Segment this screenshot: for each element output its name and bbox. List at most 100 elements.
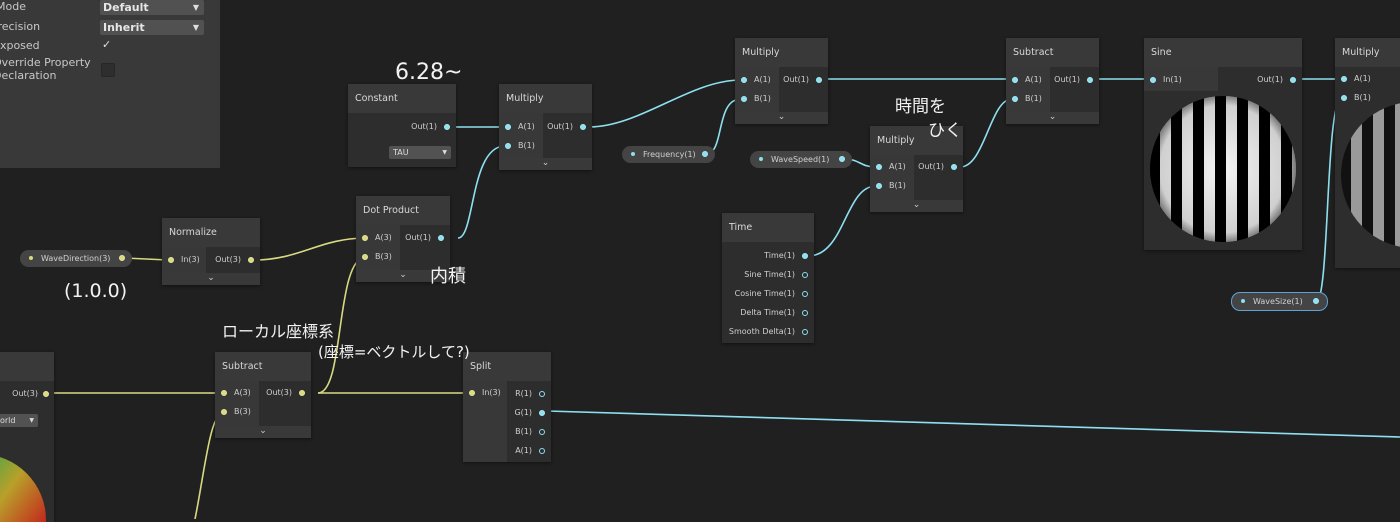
output-port[interactable] — [299, 390, 305, 396]
out-port-label: Out(1) — [411, 122, 437, 131]
wave-speed-property[interactable]: WaveSpeed(1) — [750, 151, 852, 168]
time-node[interactable]: Time Time(1) Sine Time(1) Cosine Time(1)… — [722, 213, 814, 343]
output-port[interactable] — [43, 391, 49, 397]
multiply-node-4[interactable]: Multiply A(1) B(1) — [1335, 38, 1400, 268]
chevron-down-icon: ▼ — [442, 149, 447, 156]
frequency-property[interactable]: Frequency(1) — [622, 146, 715, 163]
multiply-node-2[interactable]: Multiply A(1) B(1) Out(1) ⌄ — [735, 38, 828, 124]
collapse-chevron-icon[interactable]: ⌄ — [777, 112, 786, 122]
input-port-b[interactable] — [221, 409, 227, 415]
override-declaration-label: Override Property Declaration — [0, 56, 91, 82]
subtract-node-1[interactable]: Subtract A(1) B(1) Out(1) ⌄ — [1006, 38, 1099, 124]
output-port[interactable] — [1087, 77, 1093, 83]
input-port-b[interactable] — [741, 96, 747, 102]
node-title: Multiply — [499, 84, 592, 113]
wire-dot-to-multiply — [457, 145, 506, 239]
dot-product-node[interactable]: Dot Product A(3) B(3) Out(1) ⌄ — [356, 196, 450, 282]
override-declaration-checkbox[interactable] — [101, 63, 115, 77]
output-port[interactable] — [438, 235, 444, 241]
out-port-label: Out(3) — [12, 389, 38, 398]
input-port-a[interactable] — [1341, 76, 1347, 82]
collapse-chevron-icon[interactable]: ⌄ — [259, 426, 267, 436]
smooth-delta-output-port[interactable] — [802, 329, 808, 335]
b-output-port[interactable] — [539, 429, 545, 435]
input-port-a[interactable] — [1012, 77, 1018, 83]
input-port-in[interactable] — [1150, 77, 1156, 83]
output-port[interactable] — [248, 257, 254, 263]
input-port-b[interactable] — [362, 254, 368, 260]
input-a-label: A(3) — [375, 233, 392, 242]
normalize-node[interactable]: Normalize In(3) Out(3) ⌄ — [162, 218, 260, 285]
collapse-chevron-icon[interactable]: ⌄ — [207, 273, 215, 283]
collapse-chevron-icon[interactable]: ⌄ — [1048, 112, 1057, 122]
output-port[interactable] — [1313, 298, 1319, 304]
input-port-in[interactable] — [469, 390, 475, 396]
output-port[interactable] — [444, 124, 450, 130]
input-port-a[interactable] — [876, 164, 882, 170]
input-port-a[interactable] — [505, 124, 511, 130]
output-port[interactable] — [951, 164, 957, 170]
input-area — [499, 113, 543, 158]
delta-time-output-label: Delta Time(1) — [740, 308, 795, 317]
input-port-a[interactable] — [362, 235, 368, 241]
input-port-b[interactable] — [505, 143, 511, 149]
a-output-port[interactable] — [539, 448, 545, 454]
property-dot-icon — [759, 157, 763, 161]
out-port-label: Out(1) — [918, 162, 944, 171]
annotation-constant-value: 6.28~ — [395, 60, 463, 85]
mode-dropdown[interactable]: Default▼ — [100, 0, 204, 15]
input-port-in[interactable] — [168, 257, 174, 263]
wave-size-property[interactable]: WaveSize(1) — [1231, 292, 1328, 311]
collapse-chevron-icon[interactable]: ⌄ — [399, 270, 407, 280]
output-port[interactable] — [580, 124, 586, 130]
output-port[interactable] — [1290, 77, 1296, 83]
constant-type-dropdown[interactable]: TAU▼ — [389, 146, 451, 159]
time-output-port[interactable] — [802, 253, 808, 259]
node-footer — [735, 112, 828, 124]
output-port[interactable] — [839, 156, 845, 162]
annotation-dot-product: 内積 — [430, 266, 466, 287]
input-port-a[interactable] — [221, 390, 227, 396]
wire-normalize-to-dot — [253, 237, 367, 261]
cosine-time-output-port[interactable] — [802, 291, 808, 297]
output-port[interactable] — [119, 255, 125, 261]
input-port-a[interactable] — [741, 77, 747, 83]
r-output-port[interactable] — [539, 391, 545, 397]
property-label: Frequency(1) — [643, 150, 696, 159]
input-port-b[interactable] — [1012, 96, 1018, 102]
output-port[interactable] — [816, 77, 822, 83]
exposed-checkbox[interactable]: ✓ — [102, 38, 112, 51]
node-footer — [162, 273, 260, 285]
output-port[interactable] — [702, 151, 708, 157]
split-node[interactable]: Split In(3) R(1) G(1) B(1) A(1) — [463, 352, 551, 462]
out-port-label: Out(1) — [1054, 75, 1080, 84]
space-dropdown[interactable]: orld▼ — [0, 414, 38, 427]
multiply-node-1[interactable]: Multiply A(1) B(1) Out(1) ⌄ — [499, 84, 592, 170]
collapse-chevron-icon[interactable]: ⌄ — [912, 200, 921, 210]
input-port-b[interactable] — [1341, 95, 1347, 101]
node-title: Dot Product — [356, 196, 450, 225]
input-port-b[interactable] — [876, 183, 882, 189]
sine-time-output-port[interactable] — [802, 272, 808, 278]
precision-value: Inherit — [103, 21, 145, 34]
input-area — [215, 381, 259, 426]
out-port-label: Out(1) — [783, 75, 809, 84]
collapse-chevron-icon[interactable]: ⌄ — [541, 158, 550, 168]
delta-time-output-port[interactable] — [802, 310, 808, 316]
out-port-label: Out(1) — [547, 122, 573, 131]
node-footer — [215, 426, 311, 438]
precision-dropdown[interactable]: Inherit▼ — [100, 20, 204, 35]
multiply-node-3[interactable]: Multiply A(1) B(1) Out(1) ⌄ — [870, 126, 963, 212]
node-title: Subtract — [215, 352, 311, 381]
position-node[interactable]: Out(3) orld▼ — [0, 352, 54, 522]
constant-node[interactable]: Constant Out(1) TAU▼ — [348, 84, 456, 167]
space-value: orld — [0, 416, 16, 425]
subtract-node-2[interactable]: Subtract A(3) B(3) Out(3) ⌄ — [215, 352, 311, 438]
sine-node[interactable]: Sine In(1) Out(1) — [1144, 38, 1302, 250]
node-title — [0, 352, 54, 381]
g-output-port[interactable] — [539, 410, 545, 416]
b-output-label: B(1) — [515, 427, 532, 436]
property-dot-icon — [29, 256, 33, 260]
input-b-label: B(1) — [1354, 93, 1371, 102]
wave-direction-property[interactable]: WaveDirection(3) — [20, 250, 132, 267]
